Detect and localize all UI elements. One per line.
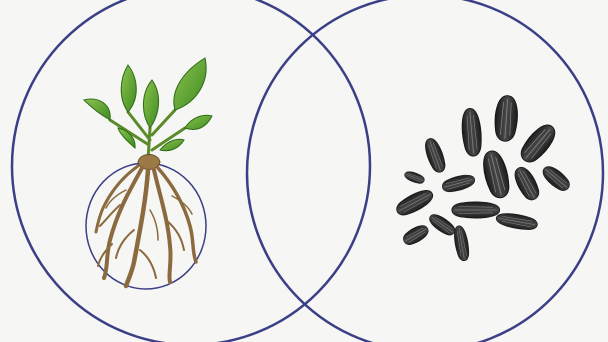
sunflower-seed-icon <box>393 95 572 262</box>
plant-root-icon <box>84 58 212 289</box>
roots <box>96 166 196 286</box>
left-circle <box>12 0 370 342</box>
